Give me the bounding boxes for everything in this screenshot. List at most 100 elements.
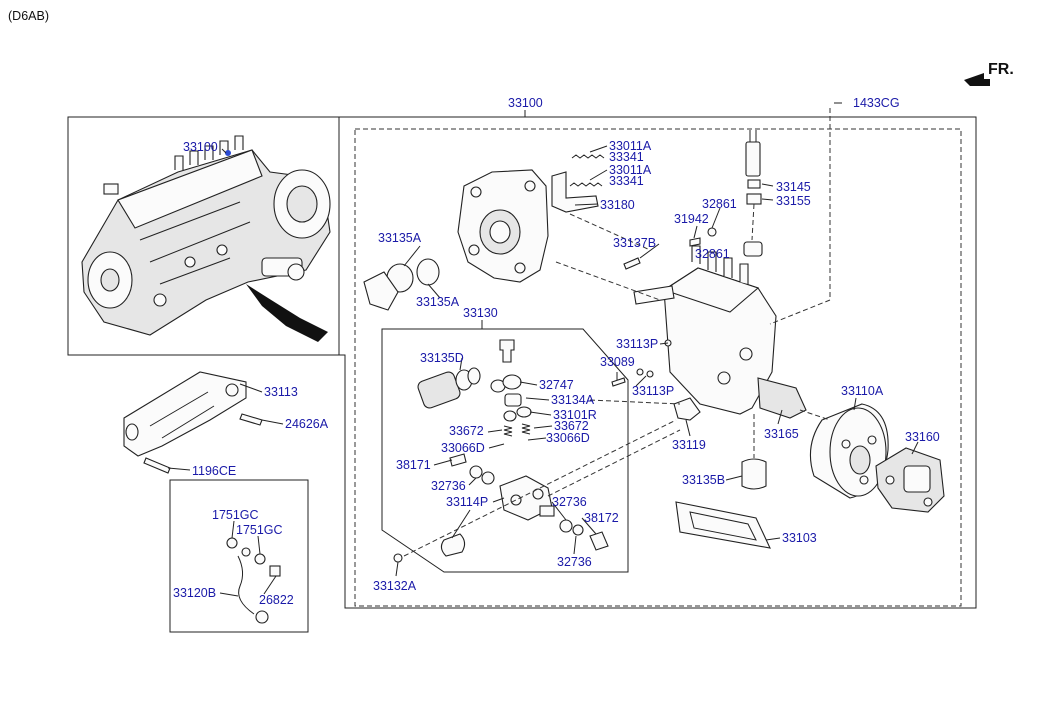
part-label-33103[interactable]: 33103 xyxy=(782,531,817,545)
part-label-33113p[interactable]: 33113P xyxy=(632,384,674,398)
part-label-38171[interactable]: 38171 xyxy=(396,458,431,472)
bolt-illustration xyxy=(499,339,515,363)
part-label-32736[interactable]: 32736 xyxy=(552,495,587,509)
o-ring-illustration xyxy=(469,465,483,479)
washer-illustration xyxy=(707,227,717,237)
bracket-illustration xyxy=(123,371,247,457)
part-label-33100[interactable]: 33100 xyxy=(183,140,218,154)
front-direction-indicator: FR. xyxy=(964,61,1014,86)
washer-illustration xyxy=(646,370,654,378)
o-ring-illustration xyxy=(502,374,522,390)
group-label-33130: 33130 xyxy=(463,306,498,320)
connection-line xyxy=(555,261,661,301)
bolt-illustration xyxy=(449,453,467,467)
part-label-33113[interactable]: 33113 xyxy=(264,385,298,399)
part-label-33180[interactable]: 33180 xyxy=(600,198,635,212)
valve-illustration xyxy=(504,393,522,407)
part-label-33155[interactable]: 33155 xyxy=(776,194,811,208)
model-code-label: (D6AB) xyxy=(8,9,49,23)
part-label-1196ce[interactable]: 1196CE xyxy=(192,464,236,478)
part-label-32736[interactable]: 32736 xyxy=(431,479,466,493)
part-label-33341[interactable]: 33341 xyxy=(609,174,644,188)
pump-parts-dashed-frame xyxy=(354,128,962,607)
spring-illustration xyxy=(569,154,605,187)
nut-illustration xyxy=(393,553,403,563)
bolt-illustration xyxy=(239,413,263,426)
part-label-33113p[interactable]: 33113P xyxy=(616,337,658,351)
part-label-33137b[interactable]: 33137B xyxy=(613,236,656,250)
part-labels: 33100 1433CG 33011A 33341 33011A 33341 3… xyxy=(173,96,940,607)
oil-pipe-illustration xyxy=(226,537,281,624)
part-label-26822[interactable]: 26822 xyxy=(259,593,294,607)
part-label-33011a[interactable]: 33011A xyxy=(609,163,652,177)
o-ring-illustration xyxy=(559,519,573,533)
bolt-illustration xyxy=(589,531,609,551)
coupling-illustration xyxy=(809,403,889,499)
gasket-illustration xyxy=(675,501,771,549)
front-label: FR. xyxy=(988,61,1014,78)
cover-plate-illustration xyxy=(363,271,399,311)
connection-line xyxy=(769,108,831,325)
part-label-24626a[interactable]: 24626A xyxy=(285,417,329,431)
part-label-1751gc[interactable]: 1751GC xyxy=(212,508,259,522)
part-label-33110a[interactable]: 33110A xyxy=(841,384,884,398)
part-label-33101r[interactable]: 33101R xyxy=(553,408,597,422)
governor-parts-frame xyxy=(381,328,629,573)
overflow-valve-body-illustration xyxy=(499,475,555,521)
part-label-32747[interactable]: 32747 xyxy=(539,378,574,392)
part-label-33011a[interactable]: 33011A xyxy=(609,139,652,153)
part-label-33066d[interactable]: 33066D xyxy=(441,441,485,455)
part-label-32736[interactable]: 32736 xyxy=(557,555,592,569)
washer-illustration xyxy=(636,368,644,376)
part-label-38172[interactable]: 38172 xyxy=(584,511,619,525)
o-ring-illustration xyxy=(416,258,440,286)
part-label-33165[interactable]: 33165 xyxy=(764,427,799,441)
part-label-1433cg[interactable]: 1433CG xyxy=(853,96,900,110)
blue-marker-icon xyxy=(225,150,231,156)
connection-line xyxy=(751,203,755,241)
o-ring-illustration xyxy=(481,471,495,485)
screw-illustration xyxy=(689,237,701,247)
o-ring-illustration xyxy=(572,524,584,536)
bolt-illustration xyxy=(143,457,171,474)
part-label-33089[interactable]: 33089 xyxy=(600,355,635,369)
o-ring-illustration xyxy=(503,410,517,422)
part-label-33160[interactable]: 33160 xyxy=(905,430,940,444)
lever-illustration xyxy=(551,171,599,213)
injection-pump-assembly-illustration xyxy=(81,135,331,336)
part-label-33135b[interactable]: 33135B xyxy=(682,473,725,487)
part-label-1751gc[interactable]: 1751GC xyxy=(236,523,283,537)
bolt-illustration xyxy=(611,377,626,387)
bolt-illustration xyxy=(623,257,641,270)
part-label-33066d[interactable]: 33066D xyxy=(546,431,590,445)
pump-body-illustration xyxy=(633,245,807,419)
part-label-33114p[interactable]: 33114P xyxy=(446,495,488,509)
part-label-33145[interactable]: 33145 xyxy=(776,180,811,194)
delivery-valve-illustration xyxy=(743,130,763,257)
part-label-33135a[interactable]: 33135A xyxy=(416,295,460,309)
part-label-33119[interactable]: 33119 xyxy=(672,438,706,452)
part-label-33132a[interactable]: 33132A xyxy=(373,579,417,593)
governor-housing-illustration xyxy=(457,169,549,283)
o-ring-illustration xyxy=(516,406,532,418)
part-label-33672[interactable]: 33672 xyxy=(449,424,484,438)
part-label-33135a[interactable]: 33135A xyxy=(378,231,422,245)
group-label-33100: 33100 xyxy=(508,96,543,110)
connection-line xyxy=(799,409,831,421)
connection-line xyxy=(589,399,681,405)
part-label-33135d[interactable]: 33135D xyxy=(420,351,464,365)
part-label-31942[interactable]: 31942 xyxy=(674,212,709,226)
part-label-32861[interactable]: 32861 xyxy=(695,247,730,261)
part-label-33341[interactable]: 33341 xyxy=(609,150,644,164)
assembly-frame-bracket xyxy=(68,116,977,609)
part-label-33672[interactable]: 33672 xyxy=(554,419,589,433)
part-label-33134a[interactable]: 33134A xyxy=(551,393,595,407)
connection-line xyxy=(403,419,677,557)
leader-lines xyxy=(167,102,919,597)
part-label-33120b[interactable]: 33120B xyxy=(173,586,216,600)
connection-line xyxy=(569,213,651,251)
part-label-32861[interactable]: 32861 xyxy=(702,197,737,211)
filter-illustration xyxy=(417,367,481,409)
spring-illustration xyxy=(503,423,531,437)
